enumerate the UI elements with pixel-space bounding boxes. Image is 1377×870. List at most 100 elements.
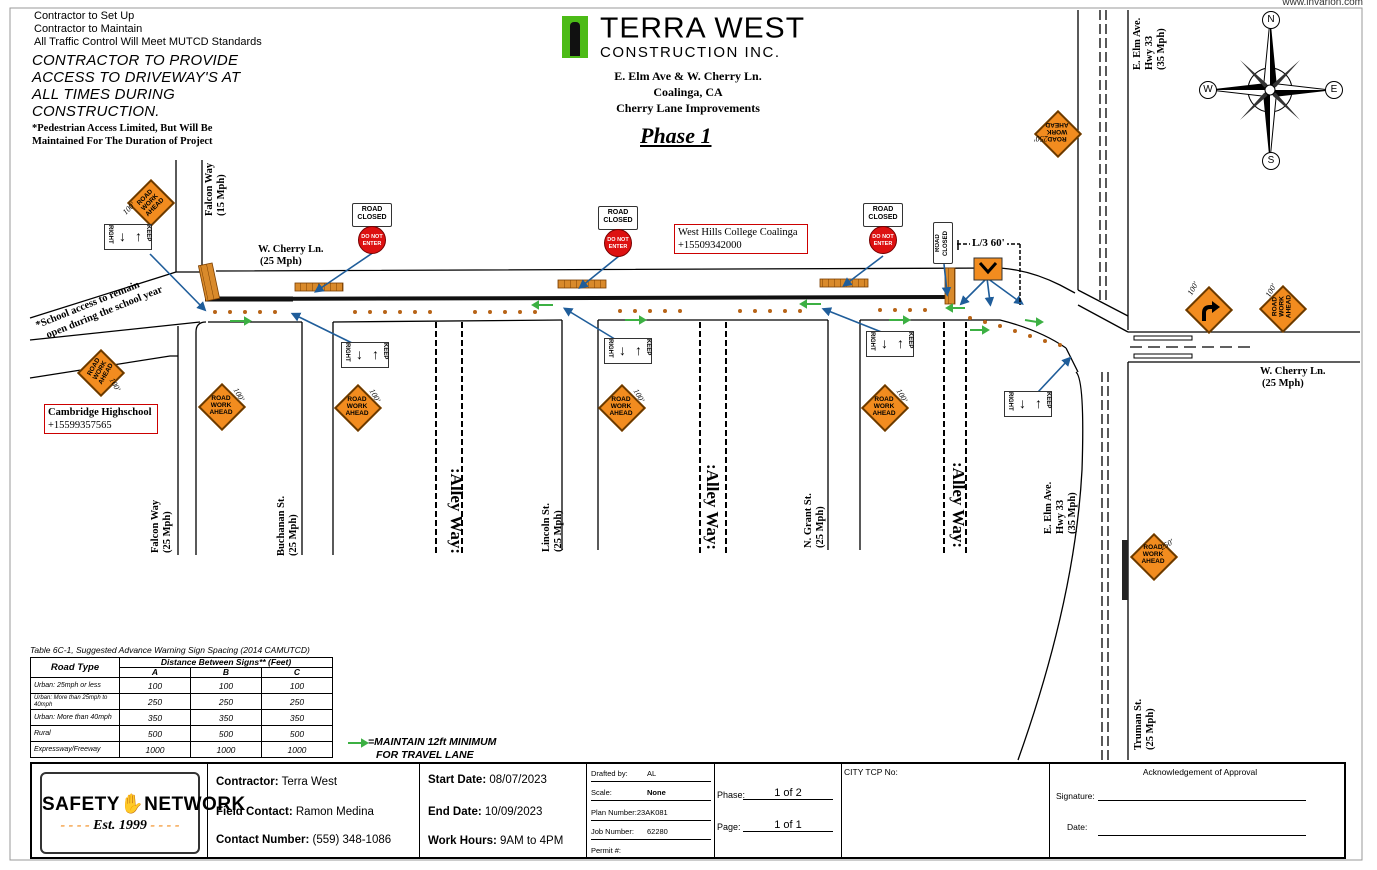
logo-figure-icon bbox=[570, 22, 580, 56]
side-streets bbox=[177, 320, 967, 555]
street-name: Falcon Way bbox=[150, 499, 161, 553]
signature-field[interactable] bbox=[1098, 788, 1306, 801]
page-label: Page: bbox=[717, 822, 741, 832]
street-speed: (15 Mph) bbox=[216, 174, 227, 216]
keep-text: KEEP bbox=[1045, 392, 1051, 409]
street-speed: (25 Mph) bbox=[260, 256, 302, 267]
table-header: Distance Between Signs** (Feet) bbox=[119, 657, 333, 668]
schedule-cell: Start Date: 08/07/2023 End Date: 10/09/2… bbox=[420, 764, 587, 857]
cherry-lane-road bbox=[29, 267, 1076, 379]
field-contact-label: Field Contact: bbox=[216, 806, 293, 818]
keep-right-arrow-icon: ↑ bbox=[635, 342, 642, 358]
permit-label: Permit #: bbox=[591, 846, 622, 855]
street-label-grant: N. Grant St. (25 Mph) bbox=[803, 493, 827, 548]
spacing-table: Road Type Distance Between Signs** (Feet… bbox=[30, 657, 334, 758]
brand-line: SAFETY bbox=[42, 794, 120, 815]
highschool-contact-box: Cambridge Highschool +15599357565 bbox=[44, 404, 158, 434]
project-name: Cherry Lane Improvements bbox=[616, 101, 760, 115]
right-text: RIGHT bbox=[344, 343, 350, 362]
note-line: All Traffic Control Will Meet MUTCD Stan… bbox=[34, 36, 262, 48]
logo-wordmark: TERRA WEST bbox=[600, 12, 806, 45]
phase-value: 1 of 2 bbox=[743, 787, 833, 800]
street-label-falcon-south: Falcon Way (25 Mph) bbox=[150, 500, 174, 553]
street-label-buchanan: Buchanan St. (25 Mph) bbox=[276, 496, 300, 556]
contractor-value: Terra West bbox=[281, 776, 338, 788]
note-line: *Pedestrian Access Limited, But Will Be bbox=[32, 123, 213, 134]
street-speed: (25 Mph) bbox=[553, 510, 564, 552]
contractor-cell: Contractor: Terra West Field Contact: Ra… bbox=[208, 764, 420, 857]
compass-s-label: S bbox=[1262, 152, 1280, 170]
work-hours-value: 9AM to 4PM bbox=[500, 835, 564, 847]
street-label-cherry: W. Cherry Ln. (25 Mph) bbox=[258, 244, 324, 268]
keep-text: KEEP bbox=[907, 332, 913, 349]
job-number-value: 62280 bbox=[647, 827, 668, 836]
street-speed: (25 Mph) bbox=[1262, 378, 1304, 389]
street-name: Buchanan St. bbox=[276, 495, 287, 556]
date-label: Date: bbox=[1067, 822, 1088, 832]
plan-info-cell: Drafted by:AL Scale:None Plan Number:23A… bbox=[587, 764, 715, 857]
sign-leader-lines bbox=[149, 251, 1072, 393]
keep-right-arrow-icon: ↓ bbox=[356, 346, 363, 362]
keep-right-arrow-icon: ↑ bbox=[372, 346, 379, 362]
keep-right-sign: ↓ ↑ KEEP RIGHT bbox=[104, 224, 152, 250]
table-header: C bbox=[260, 667, 334, 678]
note-line: Contractor to Maintain bbox=[34, 23, 143, 35]
keep-text: KEEP bbox=[645, 339, 651, 356]
start-date-value: 08/07/2023 bbox=[489, 774, 547, 786]
scale-value: None bbox=[647, 788, 666, 797]
start-date-label: Start Date: bbox=[428, 774, 487, 786]
watermark: www.invarion.com bbox=[1282, 0, 1363, 8]
spacing-table-title: Table 6C-1, Suggested Advance Warning Si… bbox=[30, 645, 310, 655]
keep-right-sign: ↓ ↑ KEEP RIGHT bbox=[1004, 391, 1052, 417]
street-name: Falcon Way bbox=[204, 162, 215, 216]
compass-w-label: W bbox=[1199, 81, 1217, 99]
hand-icon: ✋ bbox=[119, 794, 145, 815]
keep-right-arrow-icon: ↑ bbox=[1035, 395, 1042, 411]
contact-name: West Hills College Coalinga bbox=[678, 227, 798, 238]
note-line: Maintained For The Duration of Project bbox=[32, 136, 213, 147]
street-name: E. Elm Ave. bbox=[1043, 481, 1054, 534]
legend-line: =MAINTAIN 12ft MINIMUM bbox=[368, 736, 497, 748]
contact-name: Cambridge Highschool bbox=[48, 407, 152, 418]
city-tcp-label: CITY TCP No: bbox=[844, 767, 898, 777]
travel-lane-legend: =MAINTAIN 12ft MINIMUM FOR TRAVEL LANE bbox=[368, 736, 496, 762]
brand-est: Est. 1999 bbox=[93, 818, 147, 833]
legend-line: FOR TRAVEL LANE bbox=[376, 749, 474, 761]
brand-line: NETWORK bbox=[144, 794, 246, 815]
signature-label: Signature: bbox=[1056, 791, 1095, 801]
contact-number-value: (559) 348-1086 bbox=[312, 834, 392, 846]
street-speed: (25 Mph) bbox=[815, 506, 826, 548]
keep-right-sign: ↓ ↑ KEEP RIGHT bbox=[341, 342, 389, 368]
project-city: Coalinga, CA bbox=[653, 85, 723, 99]
phase-title: Phase 1 bbox=[640, 123, 712, 148]
compass-n-label: N bbox=[1262, 11, 1280, 29]
end-date-value: 10/09/2023 bbox=[484, 806, 543, 818]
company-logo: TERRA WEST CONSTRUCTION INC. bbox=[560, 12, 836, 64]
keep-right-arrow-icon: ↓ bbox=[619, 342, 626, 358]
right-text: RIGHT bbox=[607, 339, 613, 358]
logo-subtitle: CONSTRUCTION INC. bbox=[600, 44, 781, 61]
scale-label: Scale: bbox=[591, 788, 612, 797]
keep-text: KEEP bbox=[382, 343, 388, 360]
alley-label: :Alley Way: bbox=[447, 468, 466, 555]
plan-number-value: 23AK081 bbox=[636, 808, 668, 817]
falcon-way-north bbox=[175, 160, 203, 272]
keep-text: KEEP bbox=[145, 225, 151, 242]
project-location: E. Elm Ave & W. Cherry Ln. bbox=[614, 69, 762, 83]
alley-label: :Alley Way: bbox=[949, 462, 968, 549]
phase-page-cell: Phase: 1 of 2 Page: 1 of 1 bbox=[715, 764, 842, 857]
street-name: N. Grant St. bbox=[803, 493, 814, 548]
approval-cell: Acknowledgement of Approval Signature: D… bbox=[1050, 764, 1344, 857]
safety-network-logo: SAFETY✋NETWORK - - - - Est. 1999 - - - - bbox=[40, 772, 245, 854]
right-text: RIGHT bbox=[869, 332, 875, 351]
date-field[interactable] bbox=[1098, 823, 1306, 836]
drafted-label: Drafted by: bbox=[591, 769, 628, 778]
